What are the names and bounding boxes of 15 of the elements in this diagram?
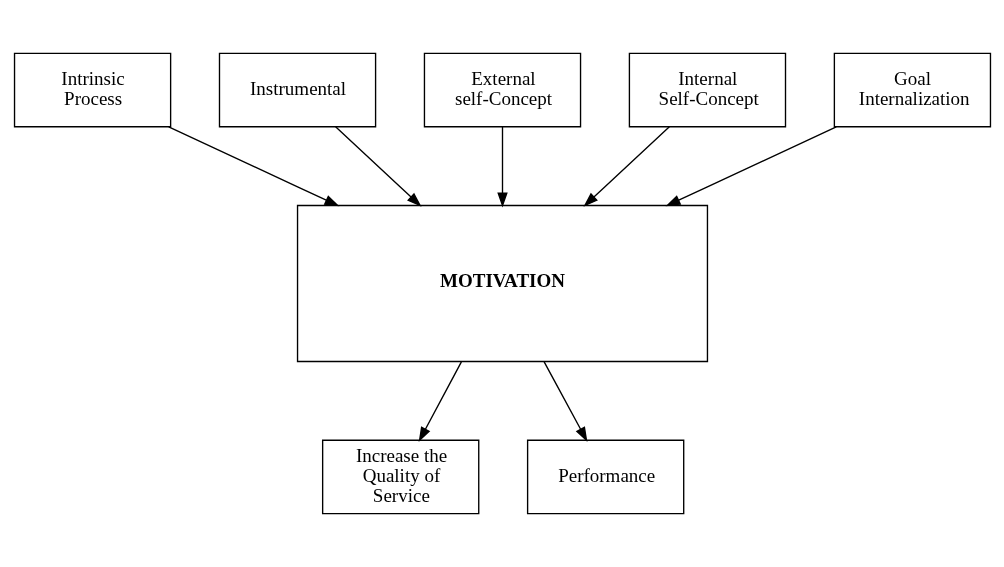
arrow (334, 126, 422, 207)
arrow (665, 126, 837, 207)
node-box: Performance (526, 439, 684, 515)
arrow (582, 126, 670, 207)
node-box: Internal Self-Concept (628, 52, 786, 128)
node-box: Increase the Quality of Service (321, 439, 479, 515)
node-box: Instrumental (218, 52, 376, 128)
node-box: External self-Concept (423, 52, 581, 128)
arrow (496, 126, 508, 208)
node-box: Intrinsic Process (13, 52, 171, 128)
node-box: Goal Internalization (833, 52, 991, 128)
arrow (543, 361, 587, 442)
arrow (167, 126, 339, 207)
arrow (418, 361, 462, 442)
node-box: MOTIVATION (296, 204, 708, 363)
